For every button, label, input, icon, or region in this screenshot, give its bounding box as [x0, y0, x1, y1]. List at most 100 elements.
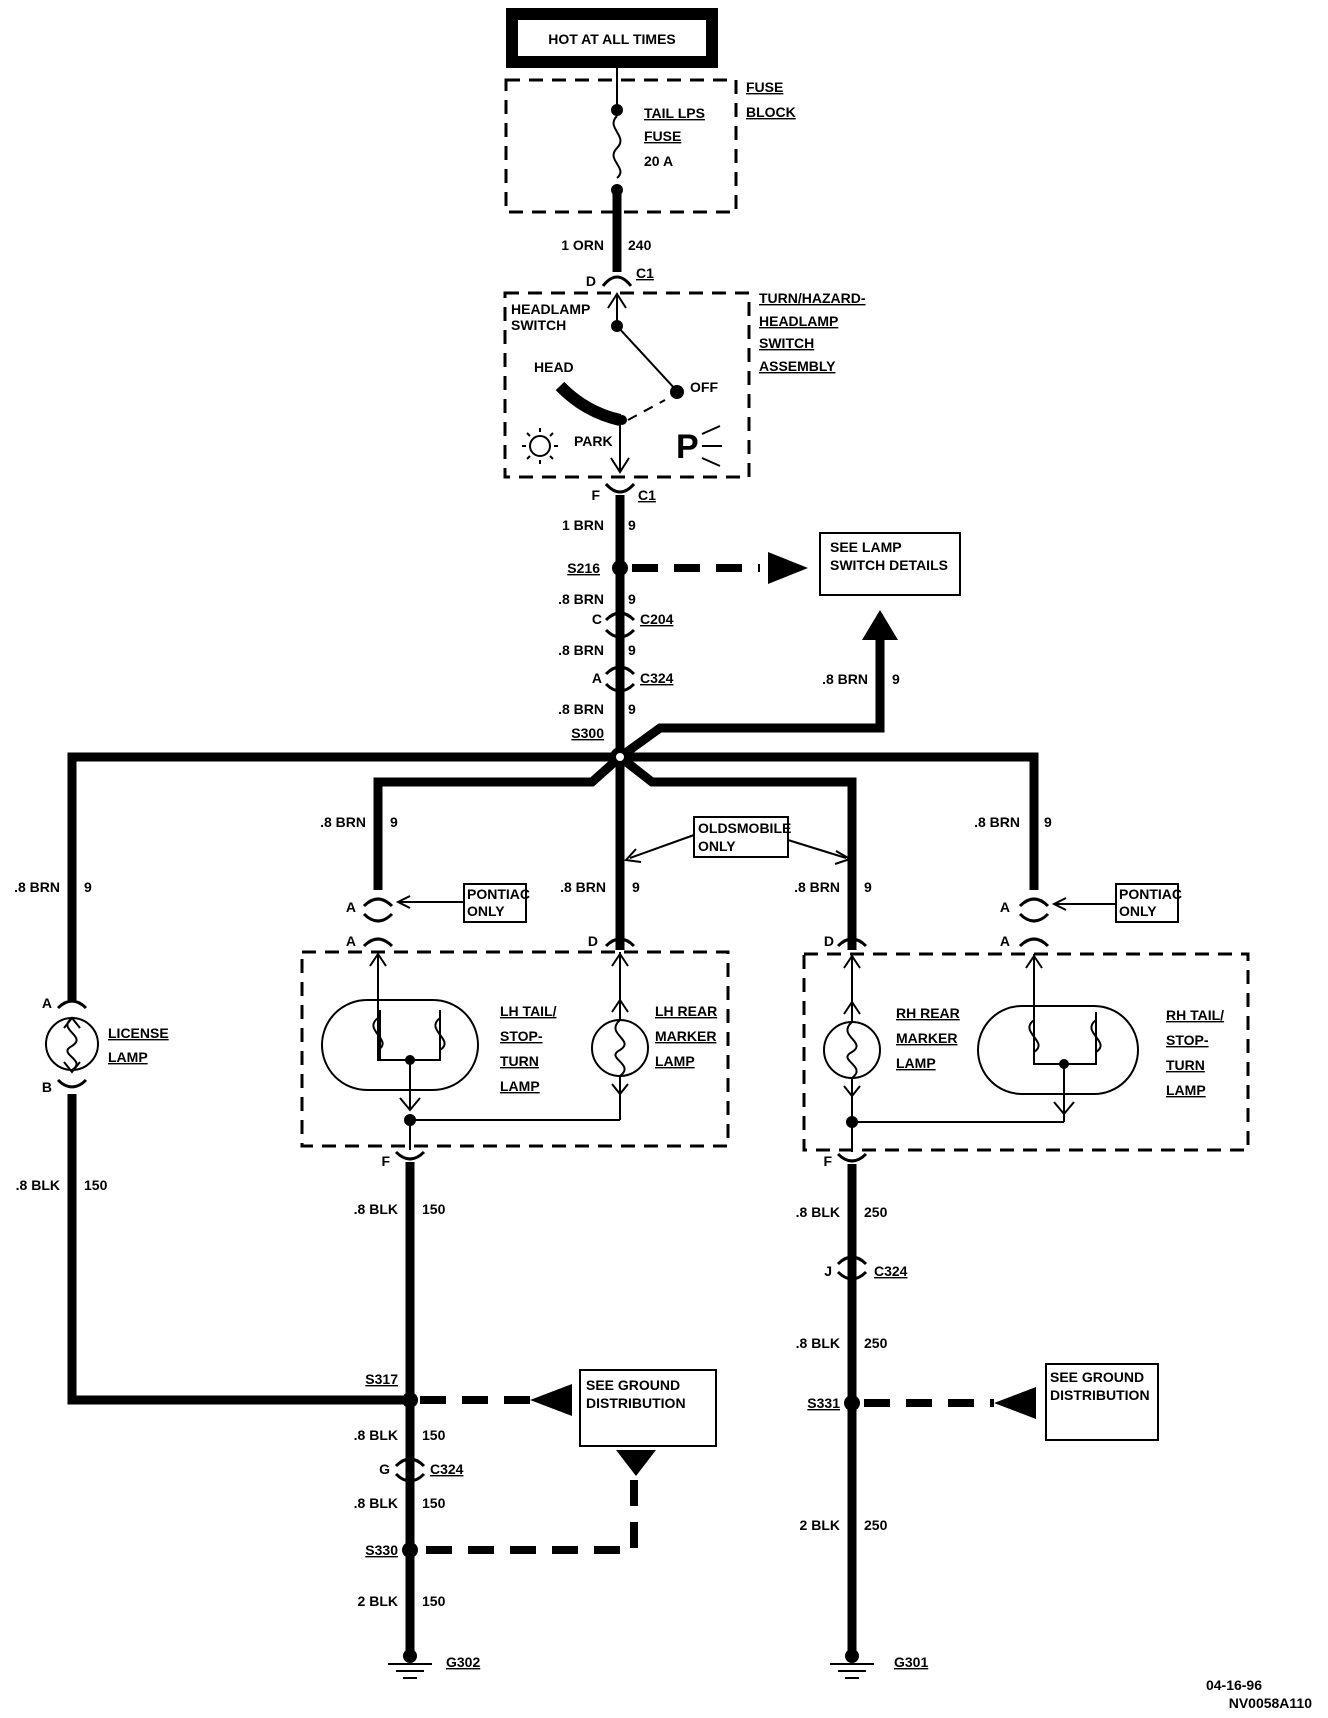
wire-9-rh-tail [620, 752, 1039, 890]
license-line-2: LAMP [108, 1049, 148, 1065]
up-branch-num: 9 [892, 671, 900, 687]
pin-d-lh-marker: D [588, 933, 598, 949]
see-lamp-line-2: SWITCH DETAILS [830, 557, 948, 573]
ground-g302-icon [388, 1649, 432, 1679]
connector-c1-d: D C1 [586, 265, 654, 289]
wire-240-size: 1 ORN [561, 237, 604, 253]
see-ground-distribution-box-right: SEE GROUND DISTRIBUTION [1045, 1363, 1159, 1441]
pin-a-lh: A [346, 933, 356, 949]
license-ground-num: 150 [84, 1177, 108, 1193]
conn-c324-j-label: C324 [874, 1263, 908, 1279]
g302-wire-size: 2 BLK [358, 1593, 398, 1609]
rh-marker-line-1: RH REAR [896, 1005, 960, 1021]
headlamp-switch-box: HEADLAMP SWITCH OFF HEAD PARK P [503, 291, 751, 479]
arrow-from-ground-dist-right [994, 1387, 1036, 1419]
pin-g: G [379, 1461, 390, 1477]
connector-lh-f: F [381, 1150, 426, 1169]
lh-rear-marker-lamp: LH REAR MARKER LAMP [410, 952, 717, 1121]
rh-lamp-assembly-box [802, 952, 1250, 1152]
switch-assembly-label: TURN/HAZARD- HEADLAMP SWITCH ASSEMBLY [759, 290, 866, 374]
lh-tail-wire-size: .8 BRN [320, 814, 366, 830]
switch-off-label: OFF [690, 379, 718, 395]
c324-g-out-size: .8 BLK [354, 1495, 398, 1511]
connector-rh-f: F [823, 1152, 868, 1169]
license-lamp: A B LICENSE LAMP [42, 995, 169, 1095]
fuse-name-1: TAIL LPS [644, 105, 705, 121]
rh-tail-wire-size: .8 BRN [974, 814, 1020, 830]
arrow-from-ground-dist-left [530, 1384, 572, 1416]
ground-g301-icon [830, 1649, 874, 1679]
pin-b-license: B [42, 1079, 52, 1095]
switch-name-1: HEADLAMP [511, 301, 590, 317]
rh-ground-num-1: 250 [864, 1204, 888, 1220]
switch-park-label: PARK [574, 433, 613, 449]
lh-tail-line-1: LH TAIL/ [500, 1003, 557, 1019]
splice-s330-label: S330 [365, 1542, 398, 1558]
wire-9-num-3: 9 [628, 642, 636, 658]
lh-tail-filament-icon [377, 1005, 441, 1061]
rh-rear-marker-lamp: RH REAR MARKER LAMP [823, 954, 960, 1128]
pin-d-rh-marker: D [824, 933, 834, 949]
pin-a-lh-pontiac: A [346, 899, 356, 915]
s317-out-size: .8 BLK [354, 1427, 398, 1443]
g302-wire-num: 150 [422, 1593, 446, 1609]
connector-c204: C C204 [592, 611, 674, 639]
pontiac-right-line-2: ONLY [1119, 903, 1157, 919]
connector-rh-tail-a-pontiac: A [1000, 897, 1050, 923]
g301-wire-num: 250 [864, 1517, 888, 1533]
splice-s317 [402, 1392, 418, 1408]
rh-tail-line-1: RH TAIL/ [1166, 1007, 1224, 1023]
connector-c1-f: F C1 [591, 482, 656, 503]
lh-ground-size: .8 BLK [354, 1201, 398, 1217]
wire-9-lh-tail [373, 753, 623, 890]
connector-lh-tail-a: A [346, 933, 394, 949]
pontiac-left-line-2: ONLY [467, 903, 505, 919]
wire-9-size-1: 1 BRN [562, 517, 604, 533]
wire-9-num-2: 9 [628, 591, 636, 607]
wire-9-license [67, 752, 620, 1000]
lh-ground-num: 150 [422, 1201, 446, 1217]
splice-s216 [612, 560, 628, 576]
lh-tail-lamp: LH TAIL/ STOP- TURN LAMP [321, 952, 557, 1126]
pin-f-rh: F [823, 1153, 832, 1169]
oldsmobile-only-note: OLDSMOBILE ONLY [623, 816, 853, 865]
lh-marker-filament-icon [614, 1019, 626, 1077]
splice-s330 [402, 1542, 418, 1558]
up-branch-size: .8 BRN [822, 671, 868, 687]
lh-marker-wire-num: 9 [632, 879, 640, 895]
lh-marker-line-2: MARKER [655, 1028, 716, 1044]
fuse-block-label-1: FUSE [746, 79, 783, 95]
wire-240-circuit: 240 [628, 237, 652, 253]
pin-f: F [591, 487, 600, 503]
rh-tail-filament-icon [1033, 1006, 1097, 1065]
pontiac-left-line-1: PONTIAC [467, 886, 530, 902]
asm-line-2: HEADLAMP [759, 313, 838, 329]
connector-rh-tail-a: A [1000, 933, 1050, 949]
pontiac-right-line-1: PONTIAC [1119, 886, 1182, 902]
wire-9-size-2: .8 BRN [558, 591, 604, 607]
c324-g-out-num: 150 [422, 1495, 446, 1511]
conn-c324-g-label: C324 [430, 1461, 464, 1477]
see-ground-left-line-1: SEE GROUND [586, 1377, 680, 1393]
lh-marker-line-3: LAMP [655, 1053, 695, 1069]
rh-marker-line-3: LAMP [896, 1055, 936, 1071]
lh-tail-line-3: TURN [500, 1053, 539, 1069]
conn-c1-label: C1 [636, 265, 654, 281]
lh-marker-line-1: LH REAR [655, 1003, 717, 1019]
connector-c324-g: G C324 [379, 1457, 464, 1483]
rh-marker-wire-size: .8 BRN [794, 879, 840, 895]
pin-c: C [592, 611, 602, 627]
conn-c204-label: C204 [640, 611, 674, 627]
splice-s216-label: S216 [567, 560, 600, 576]
pin-a-rh-pontiac: A [1000, 899, 1010, 915]
see-lamp-switch-details-box: SEE LAMP SWITCH DETAILS [819, 532, 961, 596]
license-wire-num: 9 [84, 879, 92, 895]
conn-c1-bottom-label: C1 [638, 487, 656, 503]
olds-line-1: OLDSMOBILE [698, 820, 791, 836]
arrow-down-ground-dist [616, 1450, 656, 1476]
rh-tail-lamp: RH TAIL/ STOP- TURN LAMP [852, 954, 1224, 1123]
rh-ground-num-2: 250 [864, 1335, 888, 1351]
wire-9-rh-marker [617, 753, 857, 950]
connector-c324-a: A C324 [592, 665, 674, 693]
wire-9-size-3: .8 BRN [558, 642, 604, 658]
